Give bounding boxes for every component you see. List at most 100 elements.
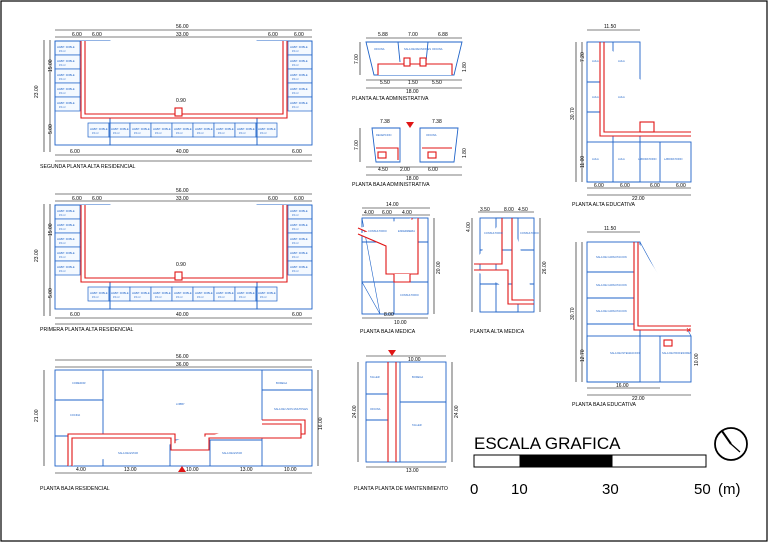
res2-left-room-r2-4-area: 15 m² <box>292 105 299 109</box>
res2-left-room-l1-1-label: HABIT. DOBLE <box>57 59 75 63</box>
dim-bres-mid: 36.00 <box>176 362 189 368</box>
room-aula-b: AULA <box>618 59 625 63</box>
dim-res1-side-c: 6.00 <box>268 196 278 202</box>
room-comedor: COMEDOR <box>72 381 86 385</box>
dim-admin-s1: 5.50 <box>380 80 390 86</box>
res1-left-room-r2-4-label: HABIT. DOBLE <box>290 265 308 269</box>
dim-admin-btotal: 18.00 <box>406 176 419 182</box>
dim-res1-total: 56.00 <box>176 188 189 194</box>
dim-bres-c2: 10.00 <box>284 467 297 473</box>
dim-mant-h2: 24.00 <box>454 405 460 418</box>
dim-res1-upper: 15.00 <box>48 223 54 236</box>
dim-res1-corr: 0.90 <box>176 262 186 268</box>
dim-admin-b4: 6.00 <box>428 167 438 173</box>
dim-res1-bottom: 40.00 <box>176 312 189 318</box>
res2-left-room-mb-8-area: 15 m² <box>260 131 267 135</box>
scale-tick-50: 50 <box>694 481 711 498</box>
dim-eduB-bottom: 16.00 <box>616 383 629 389</box>
res1-left-room-mb-8-area: 15 m² <box>260 295 267 299</box>
dim-admin-bh: 7.00 <box>354 140 360 150</box>
room-aula-f: AULA <box>618 157 625 161</box>
room-consultorio-a: CONSULTORIO <box>368 229 387 233</box>
plan-baja-educativa: 11.50 × SALA DE CAPACITACION SALA DE CAP… <box>570 226 700 408</box>
dim-res-corr: 0.90 <box>176 98 186 104</box>
dim-edu-h2: 7.20 <box>580 52 586 62</box>
dim-mant-bottom: 13.00 <box>406 468 419 474</box>
title-baja-educativa: PLANTA BAJA EDUCATIVA <box>572 402 637 408</box>
dim-admin-h: 7.00 <box>354 54 360 64</box>
room-aula-a: AULA <box>592 59 599 63</box>
title-mantenimiento: PLANTA PLANTA DE MANTENIMIENTO <box>354 486 448 492</box>
room-consultorio-b: CONSULTORIO <box>400 293 419 297</box>
dim-admin-b2: 4.50 <box>378 167 388 173</box>
res2-left-room-mb-3-area: 15 m² <box>155 131 162 135</box>
dim-res1-lower: 5.00 <box>48 288 54 298</box>
room-oficina-a: OFICINA <box>374 47 385 51</box>
room-laboratorio-b: LABORATORIO <box>664 157 683 161</box>
room-bodega-b: BODEGA <box>412 375 423 379</box>
dim-admin-a: 5.88 <box>378 32 388 38</box>
title-alta-medica: PLANTA ALTA MEDICA <box>470 329 525 335</box>
dim-admin-b: 7.00 <box>408 32 418 38</box>
room-sala-reuniones: SALA DE REUNIONES <box>404 47 431 51</box>
dim-res1-mid: 33.00 <box>176 196 189 202</box>
res1-left-room-l1-0-area: 15 m² <box>59 213 66 217</box>
dim-med-bottom: 10.00 <box>394 320 407 326</box>
dim-med-top: 14.00 <box>386 202 399 208</box>
res1-left-room-l1-0-label: HABIT. DOBLE <box>57 209 75 213</box>
scale-bar-filled-segment <box>520 455 612 467</box>
res1-left-room-mb-3-area: 15 m² <box>155 295 162 299</box>
dim-res-lower: 5.00 <box>48 124 54 134</box>
dim-med-b: 6.00 <box>382 210 392 216</box>
dim-admin-bh2: 1.80 <box>462 148 468 158</box>
res1-left-room-l1-4-area: 15 m² <box>59 269 66 273</box>
res1-left-room-mb-7-area: 15 m² <box>239 295 246 299</box>
dim-res1-side-a: 6.00 <box>72 196 82 202</box>
dim-edu-d: 6.00 <box>676 183 686 189</box>
dim-res1-side-b: 6.00 <box>92 196 102 202</box>
dim-res-upper: 15.00 <box>48 59 54 72</box>
res2-left-room-l1-2-area: 15 m² <box>59 77 66 81</box>
res2-left-room-r2-3-area: 15 m² <box>292 91 299 95</box>
room-enfermeria: ENFERMERIA <box>398 229 415 233</box>
res2-left-room-l1-0-label: HABIT. DOBLE <box>57 45 75 49</box>
plan-mantenimiento: 10.00 TALLER BODEGA TALLER OFICINA 24.00… <box>352 350 460 492</box>
plan-primera-residencial: 56.00 6.00 6.00 33.00 6.00 6.00 23.00 15… <box>34 188 313 333</box>
scale-bar: ESCALA GRAFICA 0 10 30 50 (m) <box>470 434 741 498</box>
plan-alta-administrativa: 5.88 7.00 6.88 OFICINA SALA DE REUNIONES… <box>352 32 468 102</box>
dim-med-a2: 4.00 <box>402 210 412 216</box>
scale-unit: (m) <box>718 481 741 498</box>
res2-left-room-mb-4-label: HABIT. DOBLE <box>174 127 192 131</box>
res2-left-room-r2-1-label: HABIT. DOBLE <box>290 59 308 63</box>
res2-left-room-mb-7-area: 15 m² <box>239 131 246 135</box>
dim-medalta-h: 26.00 <box>542 261 548 274</box>
dim-res1-bot-b: 6.00 <box>292 312 302 318</box>
res2-left-room-r2-4-label: HABIT. DOBLE <box>290 101 308 105</box>
dim-eduB-side: 10.00 <box>694 353 700 366</box>
room-recepcion: RECEPCION <box>376 133 392 137</box>
title-baja-residencial: PLANTA BAJA RESIDENCIAL <box>40 486 110 492</box>
dim-admin-b1b: 7.38 <box>432 119 442 125</box>
dim-bres-e: 16.00 <box>318 417 324 430</box>
res1-left-room-mb-1-label: HABIT. DOBLE <box>111 291 129 295</box>
res1-left-room-l1-2-area: 15 m² <box>59 241 66 245</box>
res2-left-room-l1-0-area: 15 m² <box>59 49 66 53</box>
dim-med-a: 4.00 <box>364 210 374 216</box>
res2-left-room-mb-1-area: 15 m² <box>113 131 120 135</box>
dim-edu-top: 11.50 <box>604 24 616 30</box>
north-arrow-icon <box>714 427 748 461</box>
dim-eduB-top: 11.50 <box>604 226 616 232</box>
entrance-edu-icon: × <box>686 325 691 335</box>
res1-left-room-l1-3-label: HABIT. DOBLE <box>57 251 75 255</box>
res2-left-room-mb-1-label: HABIT. DOBLE <box>111 127 129 131</box>
res1-left-room-mb-0-area: 15 m² <box>92 295 99 299</box>
room-sala-usos: SALA DE USOS MULTIPLES <box>274 407 308 411</box>
room-sala-estar-b: SALA DE ESTAR <box>222 451 242 455</box>
res2-left-room-mb-6-area: 15 m² <box>218 131 225 135</box>
res1-left-room-r2-2-label: HABIT. DOBLE <box>290 237 308 241</box>
dim-medalta-a: 3.50 <box>480 207 490 213</box>
dim-bres-b2: 13.00 <box>240 467 253 473</box>
res2-left-room-mb-8 <box>255 122 278 138</box>
dim-admin-h2: 1.80 <box>462 62 468 72</box>
dim-bres-height: 21.00 <box>34 409 40 422</box>
